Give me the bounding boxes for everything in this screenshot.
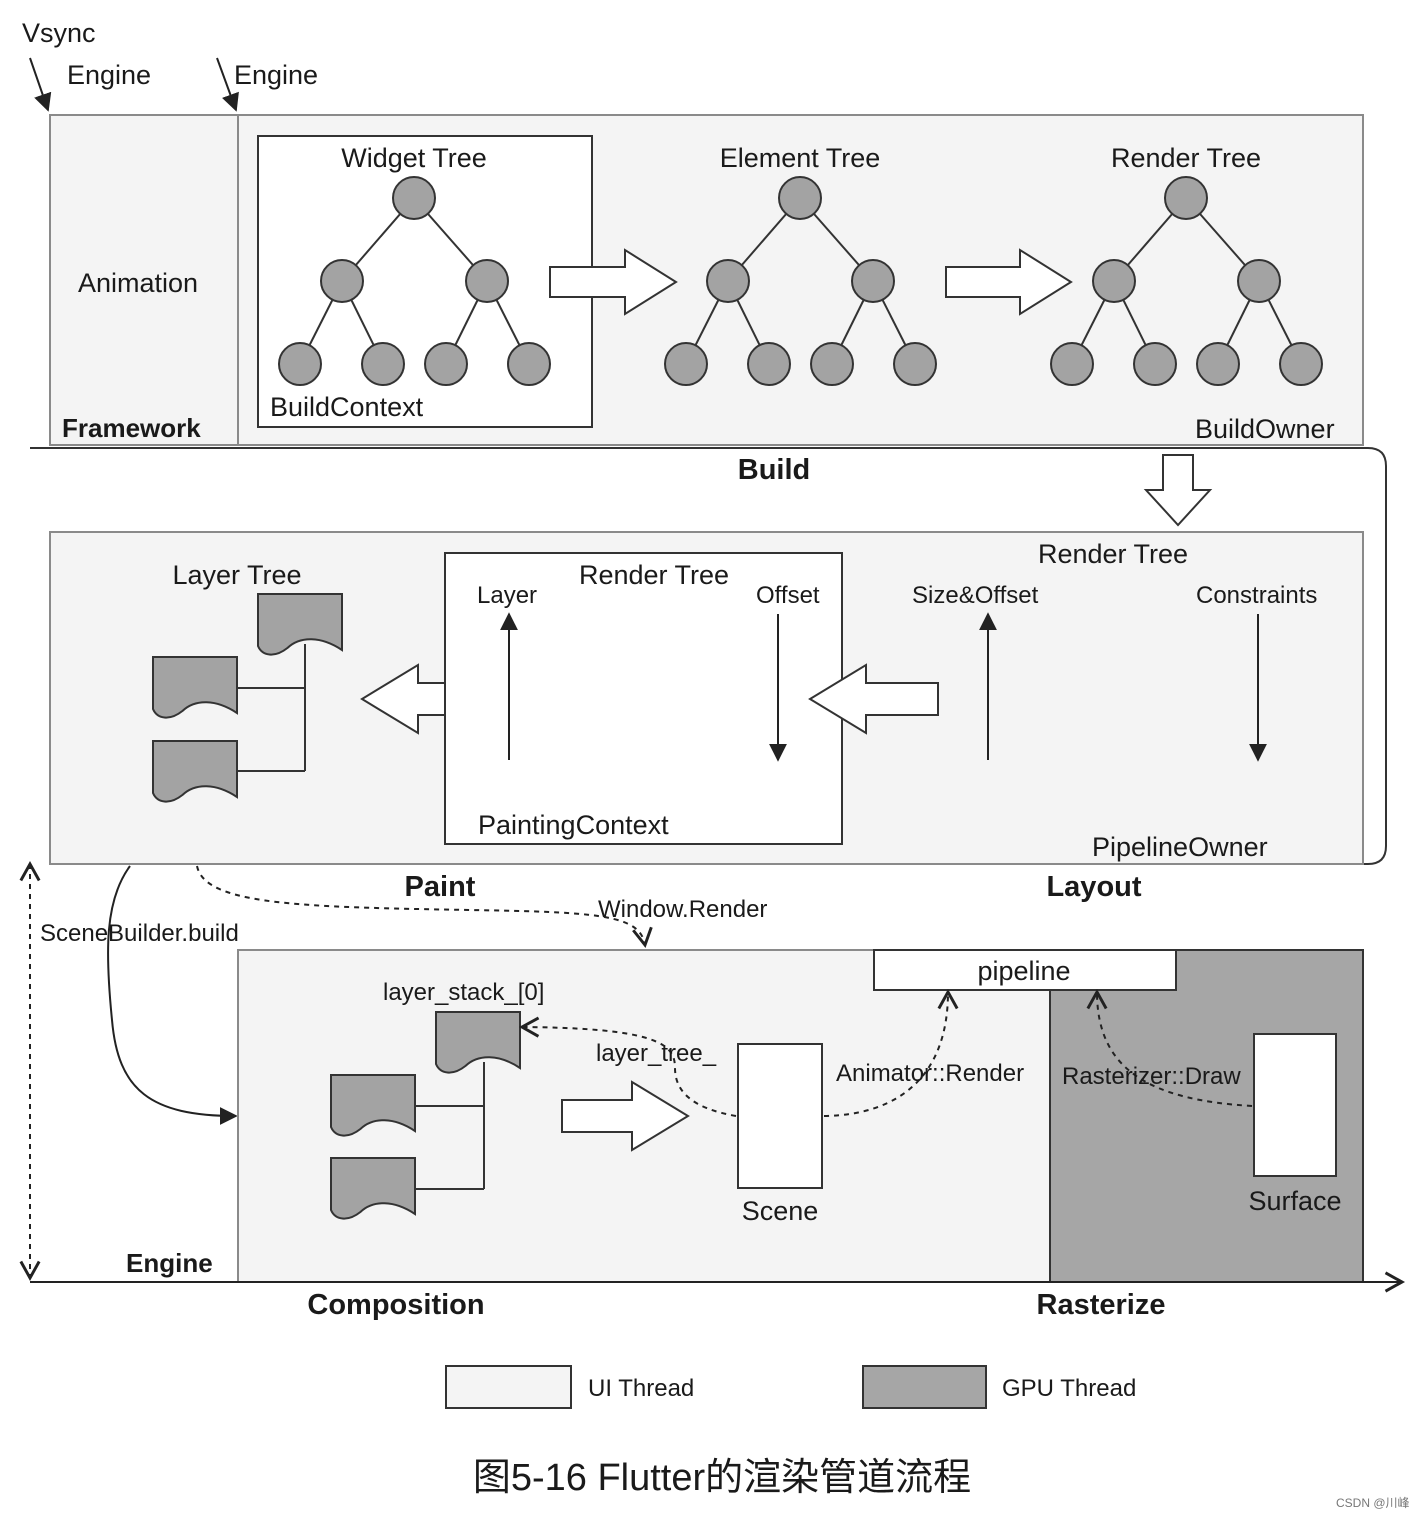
paint-phase-label: Paint bbox=[405, 871, 476, 903]
element-tree-title: Element Tree bbox=[720, 143, 881, 173]
tree-node bbox=[1092, 259, 1136, 303]
animator-render-arrow bbox=[823, 988, 959, 1117]
tree-node bbox=[664, 342, 708, 386]
tree-node bbox=[778, 176, 822, 220]
layer-stack-label: layer_stack_[0] bbox=[383, 979, 544, 1006]
pipeline-box bbox=[873, 949, 1177, 991]
animation-label: Animation bbox=[78, 268, 198, 298]
render-tree-layout-title: Render Tree bbox=[1038, 539, 1188, 569]
framework-label: Framework bbox=[62, 413, 201, 443]
legend-gpu-thread-swatch bbox=[862, 1365, 987, 1409]
tree-node bbox=[851, 259, 895, 303]
tree-node bbox=[392, 176, 436, 220]
tree-node bbox=[1133, 342, 1177, 386]
tree-node bbox=[320, 259, 364, 303]
layer-doc bbox=[152, 656, 238, 719]
widget-to-element-arrow bbox=[549, 248, 678, 316]
layer-doc bbox=[152, 740, 238, 803]
build-to-layout-arrow bbox=[1143, 454, 1213, 527]
layer-tree-field-arrow bbox=[518, 1016, 737, 1117]
surface-label: Surface bbox=[1248, 1186, 1341, 1216]
tree-node bbox=[747, 342, 791, 386]
legend-ui-thread-label: UI Thread bbox=[588, 1375, 694, 1402]
constraints-label: Constraints bbox=[1196, 582, 1317, 609]
render-tree-paint-title: Render Tree bbox=[579, 560, 729, 590]
engine-tick-label-1: Engine bbox=[67, 60, 151, 90]
tree-node bbox=[1164, 176, 1208, 220]
tree-node bbox=[810, 342, 854, 386]
tree-node bbox=[1050, 342, 1094, 386]
layer-doc bbox=[257, 593, 343, 656]
window-render-label: Window.Render bbox=[598, 896, 767, 923]
tree-node bbox=[1237, 259, 1281, 303]
build-phase-label: Build bbox=[738, 454, 811, 486]
tree-node bbox=[706, 259, 750, 303]
watermark: CSDN @川峰 bbox=[1336, 1496, 1410, 1510]
legend-ui-thread-swatch bbox=[445, 1365, 572, 1409]
layers-to-scene-arrow bbox=[561, 1080, 690, 1152]
surface-box bbox=[1253, 1033, 1337, 1177]
composition-phase-label: Composition bbox=[307, 1289, 484, 1321]
element-to-render-arrow bbox=[945, 248, 1073, 316]
tree-node bbox=[893, 342, 937, 386]
engine-tick-label-2: Engine bbox=[234, 60, 318, 90]
element-tree bbox=[664, 176, 937, 386]
engine-label: Engine bbox=[126, 1248, 213, 1278]
pipeline-owner-label: PipelineOwner bbox=[1092, 832, 1268, 862]
tree-node bbox=[278, 342, 322, 386]
layer-tree-field-label: layer_tree_ bbox=[596, 1040, 717, 1067]
size-offset-label: Size&Offset bbox=[912, 582, 1039, 609]
tree-node bbox=[424, 342, 468, 386]
layer-tree-title: Layer Tree bbox=[172, 560, 301, 590]
rasterizer-draw-arrow bbox=[1086, 988, 1253, 1107]
scene-box bbox=[737, 1043, 823, 1189]
tree-node bbox=[465, 259, 509, 303]
layer-tree-shapes bbox=[152, 593, 343, 803]
tree-node bbox=[1279, 342, 1323, 386]
layer-arrow-label: Layer bbox=[477, 582, 537, 609]
layer-doc bbox=[435, 1011, 521, 1074]
rasterize-phase-label: Rasterize bbox=[1037, 1289, 1166, 1321]
layer-doc bbox=[330, 1157, 416, 1220]
render-tree-build-title: Render Tree bbox=[1111, 143, 1261, 173]
layer-stack-shapes bbox=[330, 1011, 521, 1220]
layer-connector bbox=[237, 644, 306, 772]
rasterizer-draw-label: Rasterizer::Draw bbox=[1062, 1063, 1241, 1090]
offset-arrow-label: Offset bbox=[756, 582, 820, 609]
painting-box bbox=[444, 552, 843, 845]
render-tree-build bbox=[1050, 176, 1323, 386]
scene-builder-arrow bbox=[107, 865, 238, 1125]
tree-node bbox=[361, 342, 405, 386]
scene-builder-build-label: SceneBuilder.build bbox=[40, 920, 239, 947]
layer-doc bbox=[330, 1074, 416, 1137]
pipeline-label: pipeline bbox=[977, 956, 1070, 986]
build-owner-label: BuildOwner bbox=[1195, 414, 1335, 444]
legend-gpu-thread-label: GPU Thread bbox=[1002, 1375, 1136, 1402]
vsync-label: Vsync bbox=[22, 18, 96, 48]
tree-node bbox=[507, 342, 551, 386]
animator-render-label: Animator::Render bbox=[836, 1060, 1024, 1087]
layout-phase-label: Layout bbox=[1046, 871, 1141, 903]
layout-to-paint-arrow bbox=[808, 663, 939, 735]
scene-label: Scene bbox=[742, 1196, 819, 1226]
build-context-label: BuildContext bbox=[270, 392, 424, 422]
layer-connector bbox=[415, 1062, 485, 1190]
tree-node bbox=[1196, 342, 1240, 386]
figure-caption: 图5-16 Flutter的渲染管道流程 bbox=[473, 1457, 971, 1499]
window-render-arrow bbox=[196, 865, 653, 948]
painting-context-label: PaintingContext bbox=[478, 810, 669, 840]
widget-tree bbox=[278, 176, 551, 386]
widget-tree-title: Widget Tree bbox=[341, 143, 487, 173]
